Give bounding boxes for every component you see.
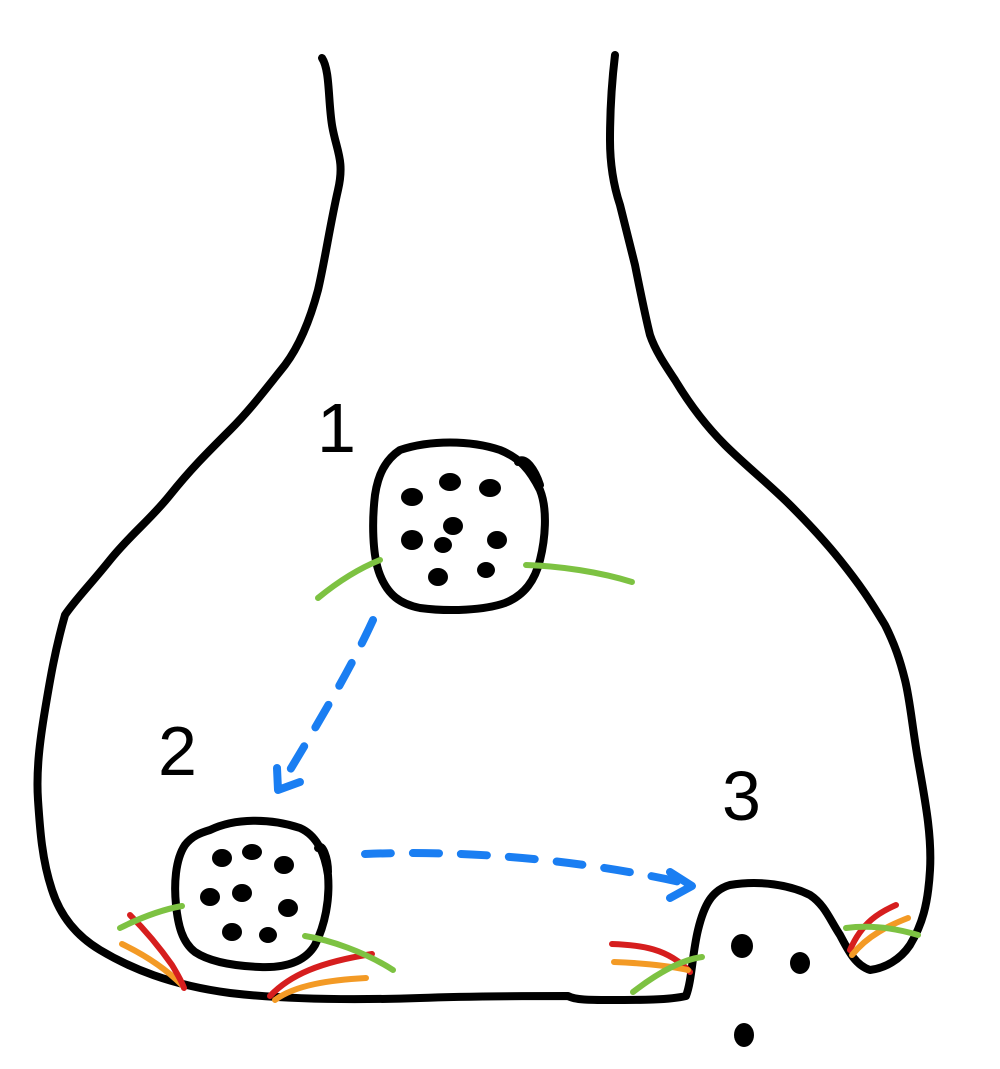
snare-orange-right <box>272 975 369 1003</box>
fusion-site-stage-3 <box>609 902 921 1047</box>
cargo-dot <box>259 927 277 943</box>
cargo-dot <box>401 530 423 550</box>
arrow-2-to-3-head <box>666 868 696 902</box>
cargo-dot <box>212 849 232 867</box>
v-snare-right-3 <box>843 923 921 938</box>
vesicle-1-cargo <box>401 473 507 586</box>
cargo-dot <box>222 923 242 941</box>
arrow-1-to-2-shaft <box>280 616 377 784</box>
snare-orange-right-3 <box>849 915 911 958</box>
released-cargo-dot <box>790 952 810 974</box>
v-snare-left <box>315 557 383 601</box>
cargo-dot <box>242 844 262 860</box>
snare-red-right <box>267 951 375 999</box>
snare-orange-left <box>119 941 185 988</box>
cargo-dot <box>200 888 220 906</box>
cargo-dot <box>477 562 495 578</box>
stage-1-label: 1 <box>317 389 356 467</box>
cargo-dot <box>278 899 298 917</box>
vesicle-2-cargo <box>200 844 298 943</box>
v-snare-left-3 <box>630 954 705 995</box>
cargo-dot <box>434 537 452 553</box>
v-snare-right <box>523 562 635 585</box>
snare-red-left-3 <box>609 941 693 975</box>
arrow-1-to-2-head <box>273 764 304 794</box>
cargo-dot <box>443 517 463 535</box>
snare-red-left <box>127 912 187 991</box>
stage-3-label: 3 <box>722 757 761 835</box>
cargo-dot <box>479 479 501 497</box>
vesicle-stage-1 <box>315 438 635 615</box>
v-snare-right <box>302 933 396 973</box>
released-cargo-dot <box>734 1023 754 1047</box>
vesicle-2-membrane-fold <box>314 842 332 876</box>
snare-orange-left-3 <box>611 959 691 973</box>
v-snare-left <box>117 903 185 931</box>
cargo-dot <box>401 488 423 506</box>
arrow-stage-1-to-2 <box>273 616 377 794</box>
released-cargo-dot <box>731 934 753 958</box>
cargo-dot <box>428 568 448 586</box>
cargo-dot <box>487 531 507 549</box>
vesicle-stage-2 <box>117 816 396 1003</box>
cargo-dot <box>439 473 461 491</box>
cargo-dot <box>274 856 294 874</box>
terminal-outline <box>33 51 935 1004</box>
vesicle-1-membrane-fold <box>514 456 544 489</box>
snare-red-right-3 <box>847 902 899 953</box>
arrow-2-to-3-shaft <box>361 849 684 886</box>
arrow-stage-2-to-3 <box>361 849 696 902</box>
stage-2-label: 2 <box>158 712 197 790</box>
cargo-dot <box>232 884 252 902</box>
